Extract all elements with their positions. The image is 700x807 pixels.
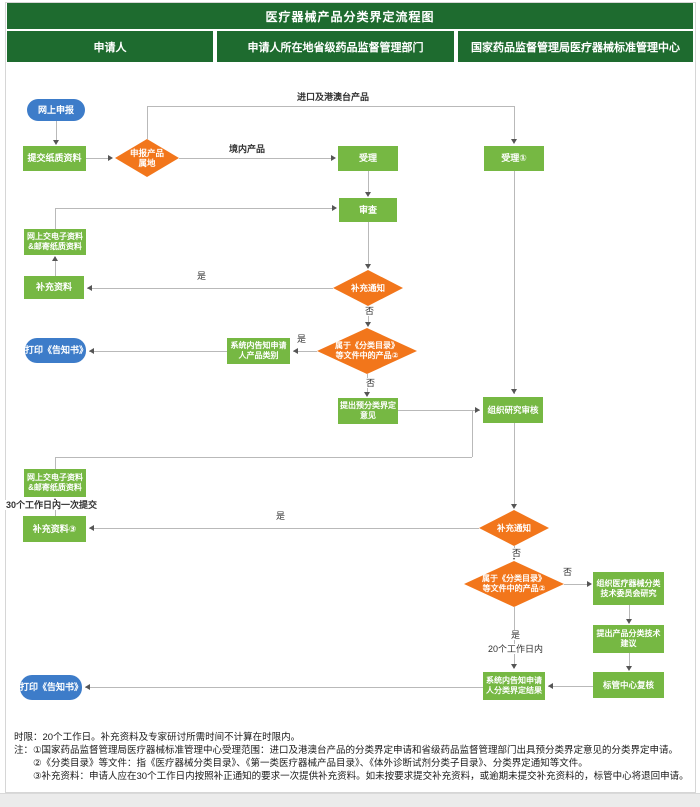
arrow-head-icon [548,683,553,689]
arrow-head-icon [331,155,336,161]
connector-line [55,457,56,469]
edge-label-yes-3: 是 [275,511,287,521]
chart-frame [5,2,696,793]
arrow-head-icon [85,684,90,690]
arrow-head-icon [511,504,517,509]
column-header-national: 国家药品监督管理局医疗器械标准管理中心 [458,31,693,62]
connector-line [89,528,479,529]
node-org-committee: 组织医疗器械分类 技术委员会研究 [593,572,664,605]
arrow-head-icon [89,525,94,531]
node-submit-electronic-1: 网上交电子资料 &邮寄纸质资料 [24,229,86,255]
node-supplement-material-2: 补充资料③ [23,516,86,542]
connector-line [85,687,483,688]
node-org-review: 组织研究审核 [483,397,543,423]
bottom-strip [0,793,700,807]
connector-line [179,158,334,159]
node-print-notice-1: 打印《告知书》 [25,338,88,363]
connector-line [368,222,369,266]
edge-label-no-1: 否 [364,306,376,316]
connector-line [55,208,56,229]
edge-label-no-4: 否 [562,567,574,577]
connector-line [87,288,333,289]
node-notify-category: 系统内告知申请 人产品类别 [227,338,290,364]
connector-line [293,351,317,352]
edge-label-import-products: 进口及港澳台产品 [296,92,371,102]
node-accept-national: 受理① [484,146,544,171]
connector-line [147,106,514,107]
edge-label-no-2: 否 [365,378,377,388]
arrow-head-icon [53,140,59,145]
node-notify-result: 系统内告知申请 人分类界定结果 [483,672,545,700]
connector-line [629,605,630,620]
node-online-declare: 网上申报 [27,99,85,121]
node-print-notice-2: 打印《告知书》 [20,675,83,700]
arrow-head-icon [365,322,371,327]
connector-line [55,457,472,458]
edge-label-domestic-products: 境内产品 [228,144,267,154]
edge-label-yes-4: 是 [510,630,522,640]
node-accept-provincial: 受理 [338,146,398,171]
edge-label-yes-1: 是 [196,271,208,281]
arrow-head-icon [293,348,298,354]
connector-line [564,584,590,585]
connector-line [514,423,515,504]
arrow-head-icon [87,285,92,291]
arrow-head-icon [475,407,480,413]
footnote-line-1: 时限：20个工作日。补充资料及专家研讨所需时间不计算在时限内。 [14,732,301,743]
arrow-head-icon [52,256,58,261]
connector-line [514,106,515,142]
connector-line [514,171,515,394]
arrow-head-icon [587,581,592,587]
footnote-line-2: 注：①国家药品监督管理局医疗器械标准管理中心受理范围：进口及港澳台产品的分类界定… [14,745,679,756]
edge-label-30-days-submit: 30个工作日内一次提交 [5,500,99,510]
footnotes: 时限：20个工作日。补充资料及专家研讨所需时间不计算在时限内。 注：①国家药品监… [14,731,689,783]
arrow-head-icon [332,205,337,211]
arrow-head-icon [365,192,371,197]
edge-label-20-days: 20个工作日内 [487,644,545,654]
arrow-head-icon [89,348,94,354]
arrow-head-icon [511,139,517,144]
arrow-head-icon [626,666,632,671]
connector-line [86,158,111,159]
arrow-head-icon [511,389,517,394]
arrow-head-icon [365,264,371,269]
node-tech-suggestion: 提出产品分类技术 建议 [593,625,664,653]
node-center-recheck: 标管中心复核 [593,672,664,698]
arrow-head-icon [364,392,370,397]
connector-line [147,106,148,139]
node-submit-paper: 提交纸质资料 [23,146,86,171]
connector-line [55,208,335,209]
arrow-head-icon [626,619,632,624]
column-header-applicant: 申请人 [7,31,213,62]
node-pre-opinion: 提出预分类界定 意见 [338,398,398,424]
connector-line [629,653,630,668]
edge-label-no-3: 否 [511,548,523,558]
node-submit-electronic-2: 网上交电子资料 &邮寄纸质资料 [24,469,86,497]
connector-line [548,686,593,687]
footnote-line-4: ③补充资料：申请人应在30个工作日内按照补正通知的要求一次提供补充资料。如未按要… [33,771,689,782]
connector-line [368,171,369,194]
connector-line [89,351,227,352]
node-review: 审查 [339,198,397,222]
column-header-provincial: 申请人所在地省级药品监督管理部门 [217,31,454,62]
connector-line [55,257,56,276]
connector-line [472,410,473,457]
edge-label-yes-2: 是 [296,334,308,344]
arrow-head-icon [108,155,113,161]
page-title: 医疗器械产品分类界定流程图 [7,3,693,29]
connector-line [398,410,480,411]
connector-line [56,121,57,142]
node-supplement-material-1: 补充资料 [24,276,84,299]
arrow-head-icon [511,664,517,669]
footnote-line-3: ②《分类目录》等文件：指《医疗器械分类目录》、《第一类医疗器械产品目录》、《体外… [33,758,588,769]
